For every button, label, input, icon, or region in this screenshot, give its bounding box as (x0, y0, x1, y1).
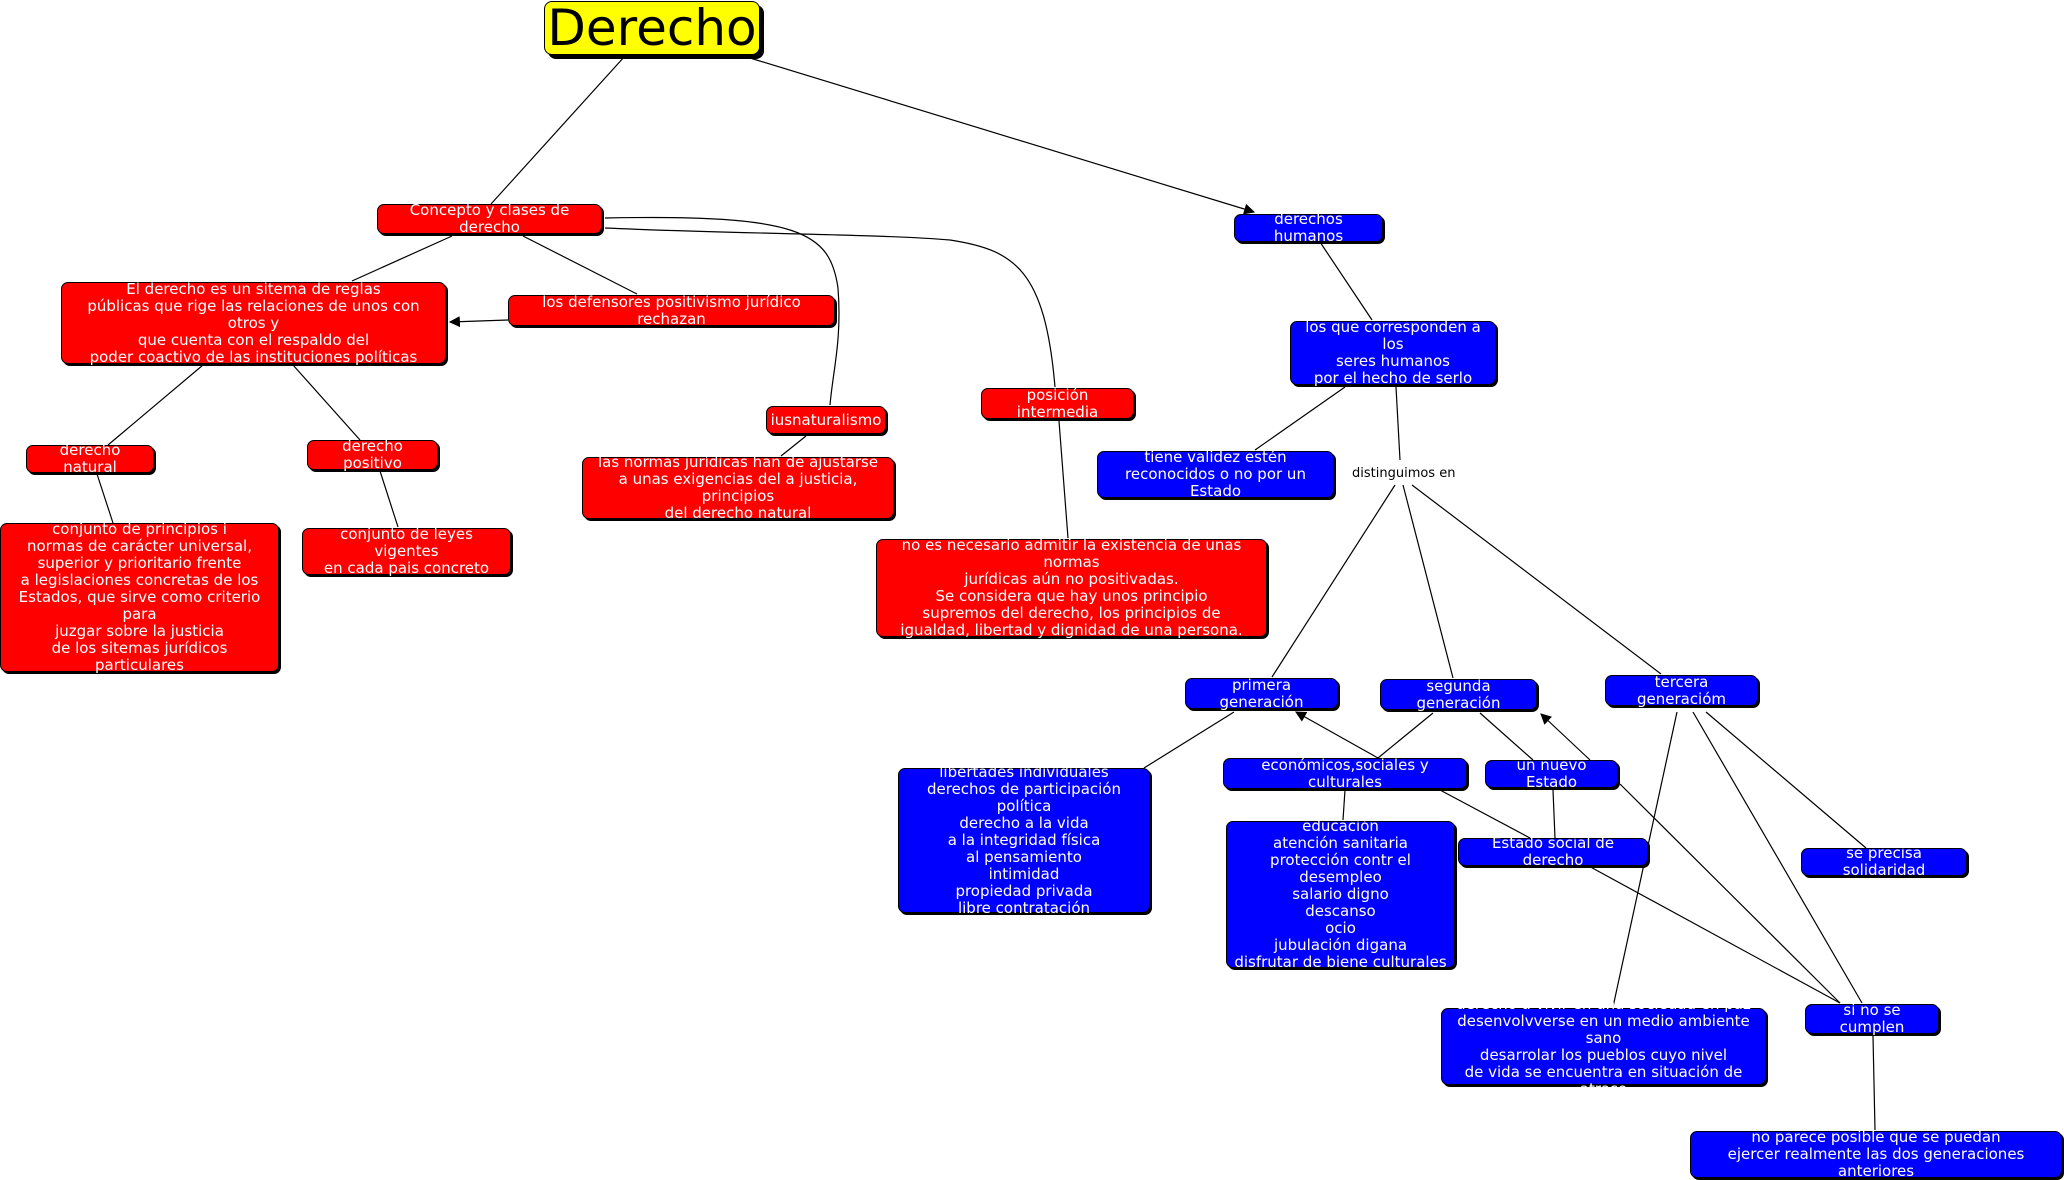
edge-economicos-estado (1439, 789, 1531, 839)
edge-definicion-natural (107, 364, 204, 446)
root-node-derecho[interactable]: Derecho (544, 1, 760, 55)
edge-primera-libertades (1143, 711, 1235, 769)
edge-economicos-primera (1295, 711, 1379, 759)
node-normas-juridicas[interactable]: las normas jurídicas han de ajustarse a … (582, 454, 894, 522)
edge-segunda-economicos (1377, 712, 1434, 759)
edge-nuevo-segunda (1540, 713, 1591, 761)
node-tercera-generacion[interactable]: tercera generacióm (1605, 673, 1758, 707)
edge-concepto-definicion (351, 235, 453, 282)
edge-definicion-positivo (292, 364, 361, 441)
node-estado-social-derecho[interactable]: Estado social de derecho (1458, 835, 1648, 869)
node-posicion-intermedia[interactable]: posición intermedia (981, 386, 1134, 420)
edge-root-dh (749, 57, 1256, 215)
edge-ius-normas (780, 435, 807, 457)
node-positivo-definicion[interactable]: conjunto de leyes vigentes en cada pais … (302, 526, 511, 577)
node-tiene-validez[interactable]: tiene validez estén reconocidos o no por… (1097, 449, 1334, 500)
edge-concepto-iusnaturalismo (604, 216, 840, 406)
edge-corresponden-distinguimos (1395, 386, 1401, 461)
edge-economicos-educacion (1342, 789, 1346, 821)
node-si-no-se-cumplen[interactable]: si no se cumplen (1805, 1002, 1939, 1036)
node-derechos-humanos[interactable]: derechos humanos (1234, 211, 1383, 245)
node-corresponden-seres-humanos[interactable]: los que corresponden a los seres humanos… (1290, 319, 1496, 387)
edge-root-concepto (490, 55, 626, 205)
node-un-nuevo-estado[interactable]: un nuevo Estado (1485, 757, 1618, 791)
node-segunda-generacion[interactable]: segunda generación (1380, 677, 1537, 711)
node-natural-definicion[interactable]: conjunto de principios i normas de carác… (0, 521, 279, 674)
edge-distinguimos-primera (1271, 484, 1396, 678)
edge-distinguimos-tercera (1411, 484, 1662, 675)
edge-dh-corresponden (1319, 241, 1373, 321)
edge-distinguimos-segunda (1402, 484, 1454, 679)
edge-nuevo-estado (1552, 789, 1556, 839)
edge-natural-def (96, 473, 114, 524)
node-concepto-clases[interactable]: Concepto y clases de derecho (377, 202, 602, 236)
label-distinguimos-en: distinguimos en (1352, 466, 1456, 481)
edge-tercera-solidaridad (1705, 711, 1867, 849)
edge-defensores-definicion (448, 316, 509, 328)
edge-corresponden-validez (1254, 386, 1346, 451)
node-derecho-vivir-paz[interactable]: derecho a vivir en una sociedad en paz d… (1441, 995, 1766, 1097)
edge-tercera-nocumplen (1692, 711, 1863, 1004)
node-derecho-natural[interactable]: derecho natural (26, 442, 154, 476)
node-economicos-sociales-culturales[interactable]: económicos,sociales y culturales (1223, 756, 1467, 790)
node-libertades-individuales[interactable]: libertades individuales derechos de part… (898, 764, 1150, 917)
edge-nocumplen-noposible (1872, 1035, 1876, 1131)
edge-concepto-defensores (522, 235, 638, 295)
node-intermedia-definicion[interactable]: no es necesario admitir la existencia de… (876, 537, 1267, 639)
node-se-precisa-solidaridad[interactable]: se precisa solidaridad (1801, 845, 1967, 879)
node-defensores-positivismo[interactable]: los defensores positivismo jurídico rech… (508, 293, 835, 327)
edge-estado-nocumplen (1584, 863, 1841, 1004)
edge-concepto-intermedia (604, 227, 1056, 388)
node-no-parece-posible[interactable]: no parece posible que se puedan ejercer … (1690, 1129, 2062, 1180)
edge-segunda-nuevo (1479, 712, 1534, 761)
edge-positivo-def (379, 470, 399, 528)
node-primera-generacion[interactable]: primera generación (1185, 676, 1338, 710)
node-derecho-positivo[interactable]: derecho positivo (307, 438, 438, 472)
node-iusnaturalismo[interactable]: iusnaturalismo (766, 406, 886, 434)
edge-nocumplen-nuevo (1619, 783, 1841, 1004)
node-educacion-derechos[interactable]: educación atención sanitaria protección … (1226, 818, 1455, 971)
edge-intermedia-def (1058, 420, 1069, 539)
node-definicion-derecho[interactable]: El derecho es un sitema de reglas públic… (61, 280, 446, 365)
